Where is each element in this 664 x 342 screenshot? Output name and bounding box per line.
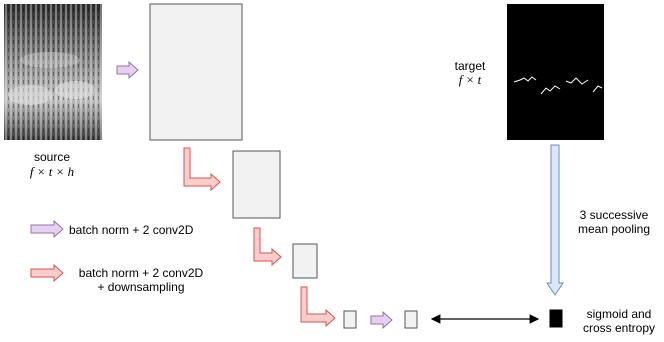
- feature-block-1: [149, 3, 243, 141]
- legend-conv-arrow: [30, 219, 64, 239]
- pooling-text-2: mean pooling: [577, 222, 651, 236]
- source-dims: f × t × h: [29, 164, 75, 179]
- pooling-text-1: 3 successive: [579, 208, 649, 222]
- conv-arrow-1: [116, 60, 139, 80]
- output-block: [549, 309, 563, 328]
- pooling-arrow: [546, 144, 564, 296]
- loss-text-1: sigmoid and: [586, 307, 652, 321]
- downsample-arrow-2: [253, 227, 282, 267]
- legend-downsample-arrow: [30, 263, 64, 283]
- legend-conv-text: batch norm + 2 conv2D: [69, 223, 194, 237]
- target-label: target: [454, 59, 486, 73]
- feature-block-5: [404, 310, 418, 329]
- legend-down-text-1: batch norm + 2 conv2D: [78, 266, 204, 280]
- target-spectrogram-image: [507, 4, 604, 140]
- target-dims: f × t: [458, 72, 482, 87]
- loss-text-2: cross entropy: [582, 321, 656, 335]
- downsample-arrow-1: [183, 147, 221, 192]
- conv-arrow-2: [370, 310, 393, 330]
- downsample-arrow-3: [300, 286, 336, 328]
- legend-down-text-2: + downsampling: [97, 280, 185, 294]
- feature-block-4: [343, 310, 357, 329]
- source-spectrogram-image: [4, 4, 102, 140]
- feature-block-3: [292, 243, 318, 279]
- feature-block-2: [232, 150, 281, 219]
- source-label: source: [33, 150, 71, 164]
